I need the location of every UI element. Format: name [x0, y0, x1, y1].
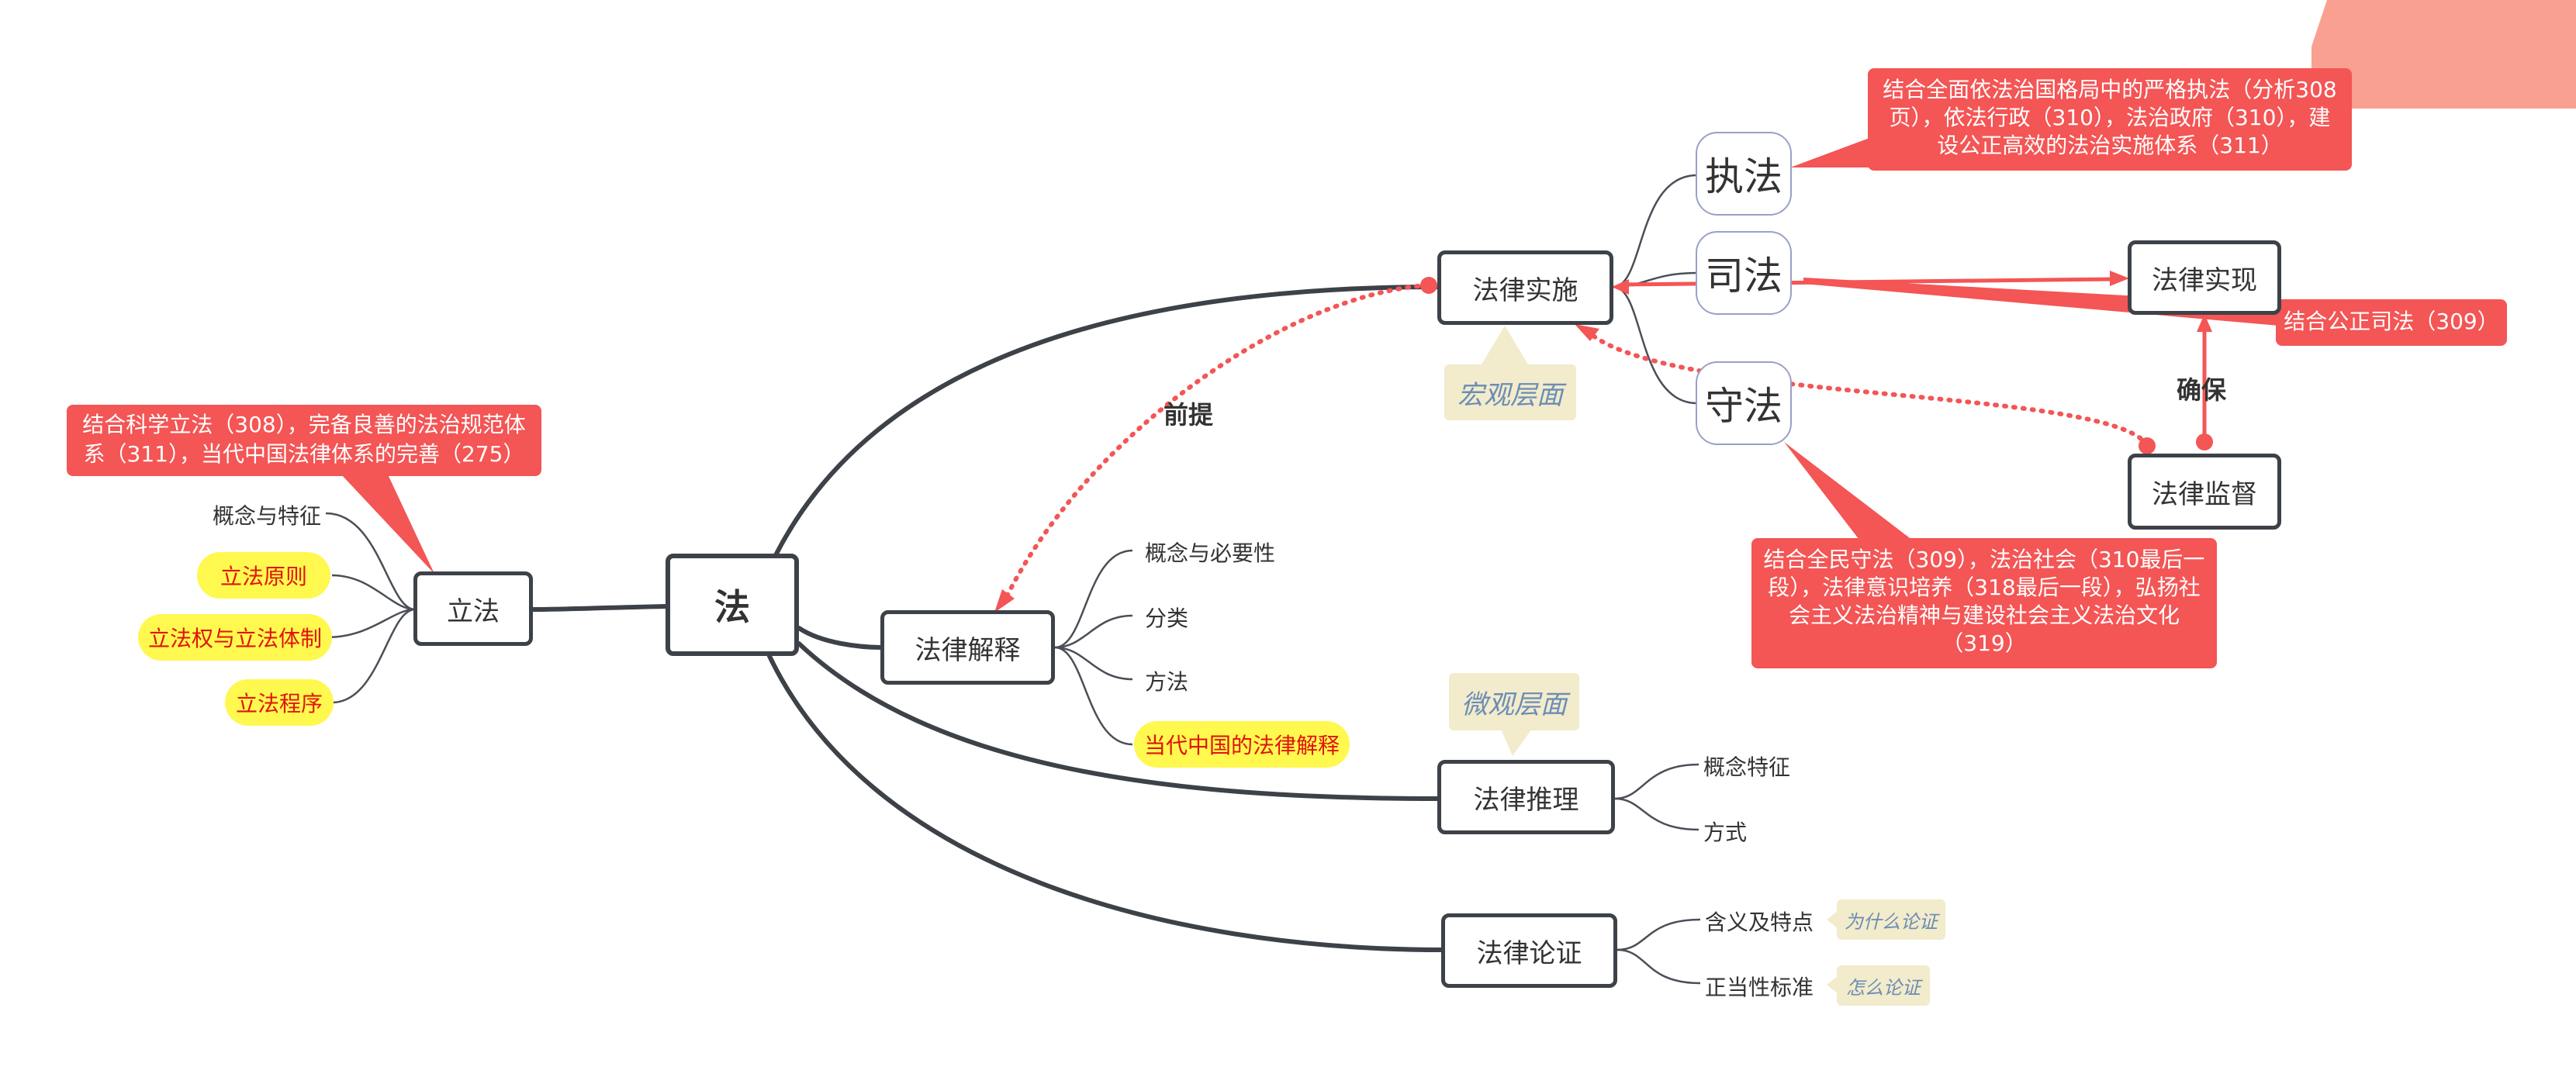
- node-jiandu[interactable]: 法律监督: [2128, 454, 2281, 530]
- lunzheng-tag-why: 为什么论证: [1837, 899, 1945, 940]
- lifa-note-pointer: [341, 475, 434, 574]
- corner-decoration: [2311, 0, 2576, 109]
- node-shishi[interactable]: 法律实施: [1437, 250, 1613, 325]
- lunzheng-item-meaning[interactable]: 含义及特点: [1705, 910, 1814, 935]
- lunzheng-tag-how: 怎么论证: [1837, 965, 1930, 1006]
- dotted-jiandu-to-shishi: [1588, 331, 2149, 447]
- node-jieshi-label: 法律解释: [915, 634, 1021, 666]
- node-lunzheng[interactable]: 法律论证: [1441, 913, 1617, 988]
- shoufa-note: 结合全民守法（309），法治社会（310最后一段），法律意识培养（318最后一段…: [1751, 538, 2217, 668]
- shishi-tag: 宏观层面: [1444, 364, 1576, 420]
- edge-root-shishi: [773, 285, 1441, 557]
- node-shixian[interactable]: 法律实现: [2128, 240, 2281, 315]
- node-shoufa[interactable]: 守法: [1696, 361, 1792, 445]
- sifa-note: 结合公正司法（309）: [2276, 299, 2507, 346]
- node-shishi-label: 法律实施: [1472, 274, 1578, 306]
- tuili-tag-pointer: [1501, 729, 1532, 756]
- node-jieshi[interactable]: 法律解释: [880, 610, 1055, 685]
- edge-root-jieshi: [797, 626, 884, 650]
- lifa-item-procedure[interactable]: 立法程序: [225, 679, 334, 726]
- root-node[interactable]: 法: [666, 554, 799, 656]
- jieshi-item-method[interactable]: 方法: [1145, 669, 1189, 695]
- edge-root-tuili: [797, 641, 1441, 801]
- node-lifa-label: 立法: [447, 595, 500, 627]
- node-jiandu-label: 法律监督: [2152, 478, 2257, 510]
- shoufa-note-pointer: [1784, 442, 1916, 543]
- node-tuili-label: 法律推理: [1473, 784, 1579, 816]
- shishi-tag-pointer: [1482, 326, 1528, 364]
- label-queba: 确保: [2177, 375, 2227, 405]
- tuili-item-mode[interactable]: 方式: [1703, 820, 1748, 845]
- root-label: 法: [714, 586, 750, 628]
- tuili-item-concept[interactable]: 概念特征: [1703, 754, 1791, 780]
- lifa-item-concept[interactable]: 概念与特征: [213, 503, 322, 529]
- edge-root-lunzheng: [766, 651, 1445, 952]
- lifa-item-principle[interactable]: 立法原则: [197, 552, 330, 599]
- lunzheng-item-standard[interactable]: 正当性标准: [1705, 975, 1814, 1000]
- tuili-tag: 微观层面: [1449, 673, 1579, 730]
- node-tuili[interactable]: 法律推理: [1437, 760, 1615, 834]
- jieshi-item-china[interactable]: 当代中国的法律解释: [1134, 721, 1350, 768]
- dotted-qianti: [1002, 283, 1430, 603]
- node-lunzheng-label: 法律论证: [1476, 937, 1582, 969]
- lifa-note: 结合科学立法（308），完备良善的法治规范体系（311），当代中国法律体系的完善…: [67, 405, 541, 476]
- edge-root-lifa: [529, 604, 668, 612]
- zhifa-note: 结合全面依法治国格局中的严格执法（分析308页），依法行政（310），法治政府（…: [1868, 68, 2352, 171]
- zhifa-note-pointer: [1790, 138, 1869, 167]
- node-zhifa[interactable]: 执法: [1696, 132, 1792, 216]
- node-shixian-label: 法律实现: [2152, 264, 2257, 296]
- node-lifa[interactable]: 立法: [413, 571, 533, 646]
- jieshi-item-classify[interactable]: 分类: [1145, 606, 1189, 631]
- label-qianti: 前提: [1164, 400, 1214, 430]
- lifa-item-power[interactable]: 立法权与立法体制: [138, 614, 332, 661]
- node-sifa[interactable]: 司法: [1696, 231, 1792, 315]
- jieshi-item-concept[interactable]: 概念与必要性: [1145, 540, 1276, 566]
